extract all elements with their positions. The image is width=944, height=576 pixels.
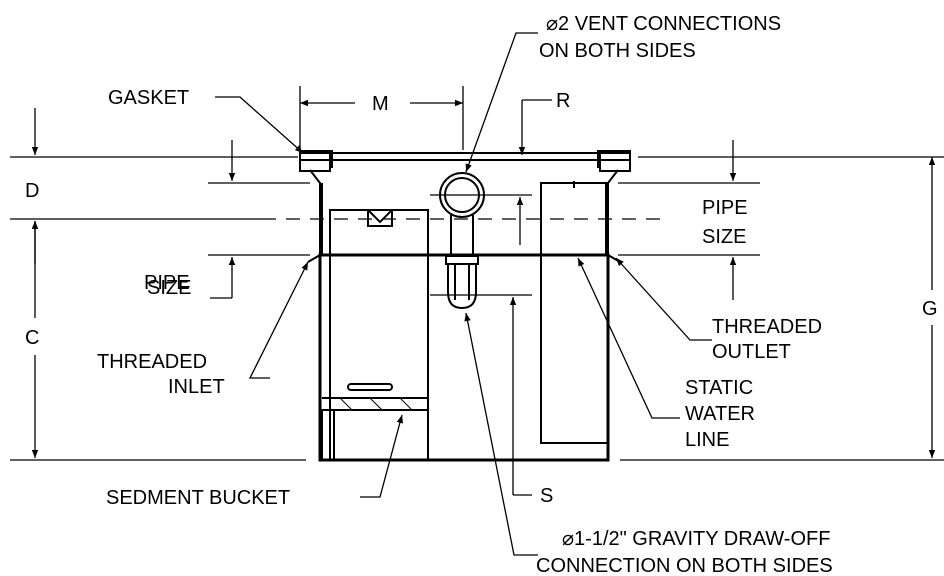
gasket-label: GASKET <box>108 87 189 109</box>
static-water-1: STATIC <box>685 377 753 399</box>
dimension-d: D <box>25 180 39 202</box>
dimension-g: G <box>922 298 938 320</box>
pipe-size-left-1: PIPE <box>144 272 190 294</box>
threaded-outlet-2: OUTLET <box>712 341 791 363</box>
leader-lines <box>215 32 712 556</box>
reference-lines <box>10 86 944 461</box>
vent-label-1: ⌀2 VENT CONNECTIONS <box>546 13 781 35</box>
dimension-c: C <box>25 327 39 349</box>
pipe-size-right-1: PIPE <box>702 197 748 219</box>
sediment-bucket-label: SEDMENT BUCKET <box>106 487 290 509</box>
labels: ⌀2 VENT CONNECTIONS ON BOTH SIDES GASKET… <box>25 13 938 576</box>
drawoff-label-1: ⌀1-1/2" GRAVITY DRAW-OFF <box>562 528 830 550</box>
pipe-size-left-2-visible: SIZE <box>147 277 191 299</box>
dimension-r: R <box>556 90 570 112</box>
interceptor-body <box>299 150 631 462</box>
static-water-2: WATER <box>685 403 755 425</box>
dimension-m: M <box>372 93 389 115</box>
threaded-outlet-1: THREADED <box>712 316 822 338</box>
threaded-inlet-1: THREADED <box>97 351 207 373</box>
vent-label-2: ON BOTH SIDES <box>539 40 696 62</box>
drawoff-label-2: CONNECTION ON BOTH SIDES <box>536 555 833 576</box>
threaded-inlet-2: INLET <box>168 376 225 398</box>
pipe-size-right-2: SIZE <box>702 226 746 248</box>
dimension-lines <box>31 99 936 496</box>
dimension-s: S <box>540 485 553 507</box>
static-water-3: LINE <box>685 429 729 451</box>
